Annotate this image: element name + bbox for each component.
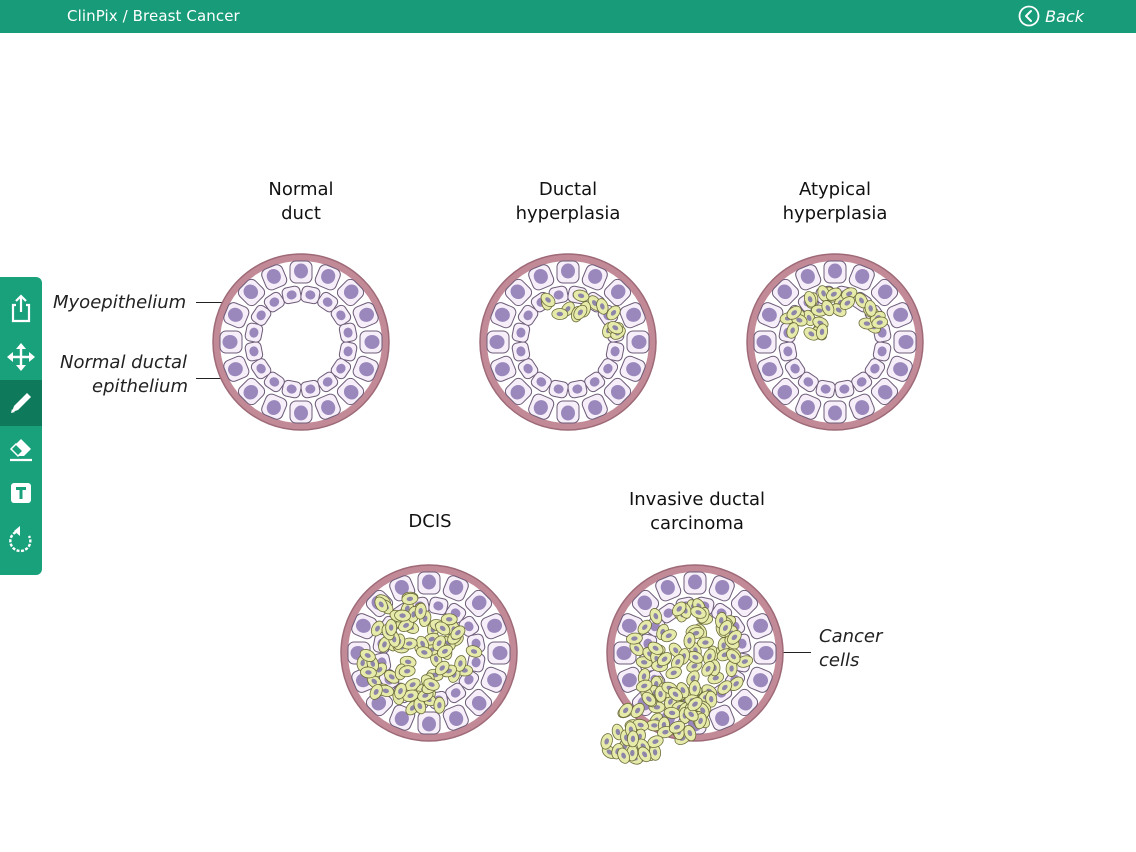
eraser-icon — [9, 439, 32, 462]
label-cells: cells — [819, 650, 860, 671]
move-icon — [7, 343, 35, 371]
title-normal-duct: Normal duct — [268, 179, 334, 224]
duct-normal-illustration — [212, 253, 390, 431]
top-bar: ClinPix / Breast Cancer Back — [0, 0, 1136, 33]
text-tool-button[interactable] — [0, 470, 42, 516]
undo-icon — [9, 526, 32, 553]
title-ductal-hyperplasia: Ductal hyperplasia — [515, 179, 621, 224]
share-icon — [11, 294, 31, 323]
label-normal-ductal: Normal ductal — [60, 352, 187, 373]
duct-atypical-hyperplasia-illustration — [746, 253, 924, 431]
pen-icon — [11, 393, 31, 413]
leader-normal-epithelium — [196, 378, 244, 379]
back-button[interactable]: Back — [1018, 5, 1084, 27]
annotation-toolbar — [0, 277, 42, 575]
title-invasive-ductal-carcinoma: Invasive ductal carcinoma — [628, 489, 766, 534]
leader-myoepithelium — [196, 302, 232, 303]
duct-ductal-hyperplasia-illustration — [479, 253, 657, 431]
label-myoepithelium: Myoepithelium — [53, 292, 187, 313]
move-button[interactable] — [0, 334, 42, 380]
eraser-button[interactable] — [0, 425, 42, 471]
breadcrumb: ClinPix / Breast Cancer — [67, 7, 240, 25]
duct-invasive-carcinoma-illustration — [600, 564, 784, 765]
title-atypical-hyperplasia: Atypical hyperplasia — [782, 179, 888, 224]
back-arrow-icon — [1018, 5, 1040, 27]
share-button[interactable] — [0, 285, 42, 331]
pen-button[interactable] — [0, 380, 42, 426]
title-dcis: DCIS — [408, 511, 452, 532]
text-tool-icon — [11, 483, 31, 503]
label-epithelium: epithelium — [92, 376, 188, 397]
duct-dcis-illustration — [340, 564, 518, 742]
undo-button[interactable] — [0, 517, 42, 563]
label-cancer: Cancer — [819, 626, 883, 647]
back-label: Back — [1045, 6, 1084, 26]
